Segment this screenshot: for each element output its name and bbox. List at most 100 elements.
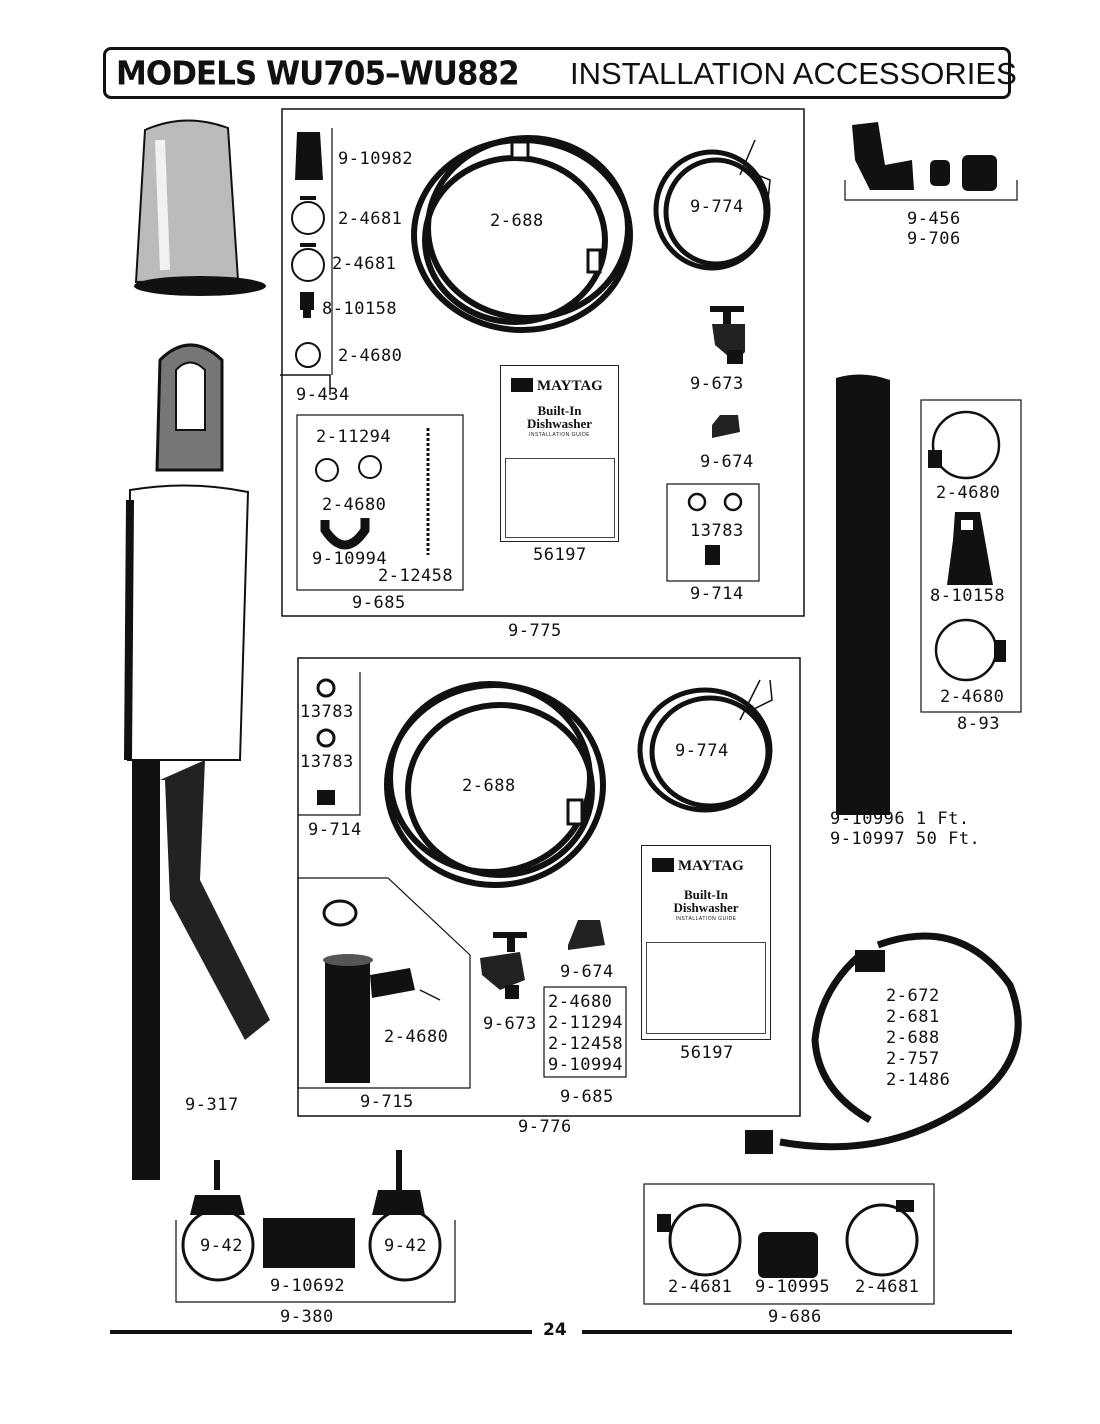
installation-guide-booklet: MAYTAG Built-In Dishwasher INSTALLATION … <box>641 845 771 1040</box>
booklet-picture <box>646 942 766 1034</box>
part-label: 9-10996 1 Ft. <box>830 809 970 829</box>
part-label: 13783 <box>300 702 354 722</box>
valve-icon <box>710 306 745 364</box>
power-cord-icon <box>653 149 771 271</box>
kit-label: 9-775 <box>508 621 562 641</box>
clamp-icon <box>845 1200 919 1277</box>
fill-hose-icon <box>779 932 1022 1151</box>
part-label: 2-11294 <box>316 427 392 447</box>
coupling-icon <box>758 1232 818 1278</box>
part-label: 9-685 <box>352 593 406 613</box>
part-label: 9-774 <box>675 741 729 761</box>
part-label: 9-456 <box>907 209 961 229</box>
booklet-title: Dishwasher <box>673 900 739 915</box>
ring-icon <box>322 899 358 927</box>
part-label: 2-12458 <box>548 1034 624 1054</box>
part-label: 9-317 <box>185 1095 239 1115</box>
part-label: 9-673 <box>483 1014 537 1034</box>
part-label: 2-4680 <box>338 346 403 366</box>
clamp-icon <box>291 243 325 282</box>
part-label: 2-672 <box>886 986 940 1006</box>
clamp-icon <box>295 342 321 368</box>
booklet-picture <box>505 458 615 538</box>
part-label: 2-4680 <box>384 1027 449 1047</box>
part-label: 9-714 <box>690 584 744 604</box>
clamp-icon <box>934 618 1006 682</box>
brand-logo: MAYTAG <box>511 378 603 395</box>
part-label: 9-42 <box>200 1236 243 1256</box>
kit-9-380-frame <box>175 1220 456 1303</box>
installation-guide-booklet: MAYTAG Built-In Dishwasher INSTALLATION … <box>500 365 619 542</box>
part-label: 2-757 <box>886 1049 940 1069</box>
part-label: 2-4680 <box>940 687 1005 707</box>
models-title: MODELS WU705–WU882 <box>116 55 520 93</box>
part-label: 9-715 <box>360 1092 414 1112</box>
part-label: 9-714 <box>308 820 362 840</box>
part-label: 9-674 <box>560 962 614 982</box>
part-label: 56197 <box>680 1043 734 1063</box>
part-label: 9-10692 <box>270 1276 346 1296</box>
part-label: 2-681 <box>886 1007 940 1027</box>
part-label: 9-685 <box>560 1087 614 1107</box>
booklet-title: Built-In <box>683 887 729 902</box>
part-label: 9-10997 50 Ft. <box>830 829 981 849</box>
washer-icon <box>316 678 336 698</box>
part-label: 9-10994 <box>312 549 388 569</box>
part-label: 2-4681 <box>855 1277 920 1297</box>
section-title: INSTALLATION ACCESSORIES <box>570 56 1017 91</box>
kit-label: 9-380 <box>280 1307 334 1327</box>
part-label: 2-12458 <box>378 566 454 586</box>
fitting-icon <box>568 920 605 950</box>
tubing-icon <box>263 1218 355 1268</box>
booklet-title: Dishwasher <box>526 416 592 431</box>
hose-coil-icon <box>411 135 633 333</box>
hose-clamp-icon <box>368 1150 442 1282</box>
part-label: 13783 <box>690 521 744 541</box>
part-label: 9-434 <box>296 385 350 405</box>
power-cord-icon <box>637 687 773 813</box>
part-label: 9-673 <box>690 374 744 394</box>
clamp-icon <box>291 196 325 235</box>
part-label: 9-674 <box>700 452 754 472</box>
drain-tube-icon <box>124 119 270 1180</box>
kit-label: 9-776 <box>518 1117 572 1137</box>
kit-9-685-frame <box>296 414 464 591</box>
booklet-subtitle: INSTALLATION GUIDE <box>528 432 591 438</box>
part-label: 8-10158 <box>322 299 398 319</box>
part-label: 9-10995 <box>755 1277 831 1297</box>
kit-8-93-frame <box>920 399 1022 713</box>
u-bend-icon <box>320 518 370 550</box>
part-label: 13783 <box>300 752 354 772</box>
page-number: 24 <box>543 1320 567 1340</box>
fitting-icon <box>712 415 740 438</box>
hose-clamp-icon <box>181 1160 255 1282</box>
part-label: 2-4680 <box>936 483 1001 503</box>
kit-9-715-frame <box>297 877 471 1089</box>
kit-9-686-frame <box>643 1183 935 1305</box>
part-label: 2-688 <box>886 1028 940 1048</box>
part-label: 2-4681 <box>338 209 403 229</box>
part-label: 9-10982 <box>338 149 414 169</box>
drain-hose-icon <box>836 374 890 815</box>
part-label: 2-11294 <box>548 1013 624 1033</box>
part-label: 9-10994 <box>548 1055 624 1075</box>
kit-label: 8-93 <box>957 714 1000 734</box>
part-label: 2-1486 <box>886 1070 951 1090</box>
part-label: 8-10158 <box>930 586 1006 606</box>
tailpiece-icon <box>323 954 415 1083</box>
part-label: 2-4681 <box>668 1277 733 1297</box>
kit-label: 9-686 <box>768 1307 822 1327</box>
hose-coil-icon <box>384 681 606 888</box>
clamp-icon <box>928 410 1001 480</box>
brand-logo: MAYTAG <box>652 858 744 875</box>
part-label: 2-4681 <box>332 254 397 274</box>
part-label: 9-42 <box>384 1236 427 1256</box>
part-label: 9-774 <box>690 197 744 217</box>
elbow-fitting-icon <box>852 122 997 191</box>
kit-9-775-frame <box>281 108 805 617</box>
part-label: 56197 <box>533 545 587 565</box>
clamp-icon <box>657 1203 742 1277</box>
clamp-icon <box>358 455 382 479</box>
part-label: 2-688 <box>490 211 544 231</box>
kit-9-685-list-frame <box>543 986 627 1078</box>
